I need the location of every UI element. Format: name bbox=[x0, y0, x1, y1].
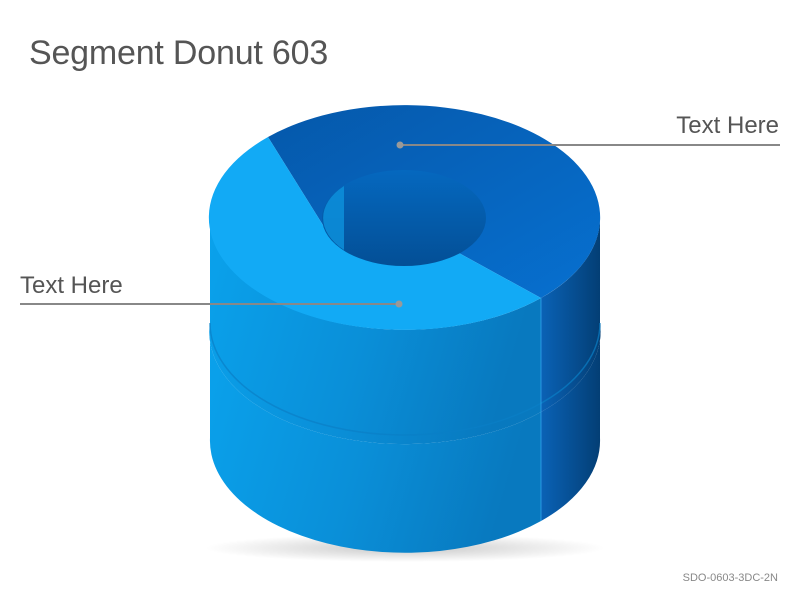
segment-light-side-upper bbox=[209, 218, 541, 445]
tier-divider bbox=[209, 322, 601, 436]
segment-dark-side-upper bbox=[541, 218, 601, 412]
callout-dot-2 bbox=[395, 300, 403, 308]
segment-label-1: Text Here bbox=[676, 112, 779, 139]
segment-label-2: Text Here bbox=[20, 272, 123, 299]
segment-light-side-lower bbox=[209, 323, 541, 553]
donut-hole bbox=[322, 170, 486, 266]
page-title: Segment Donut 603 bbox=[29, 34, 329, 72]
donut-hole-inner-light bbox=[323, 186, 344, 250]
callout-dot-1 bbox=[396, 141, 404, 149]
footer-code: SDO-0603-3DC-2N bbox=[682, 572, 778, 584]
segment-dark-side-lower bbox=[541, 323, 601, 521]
